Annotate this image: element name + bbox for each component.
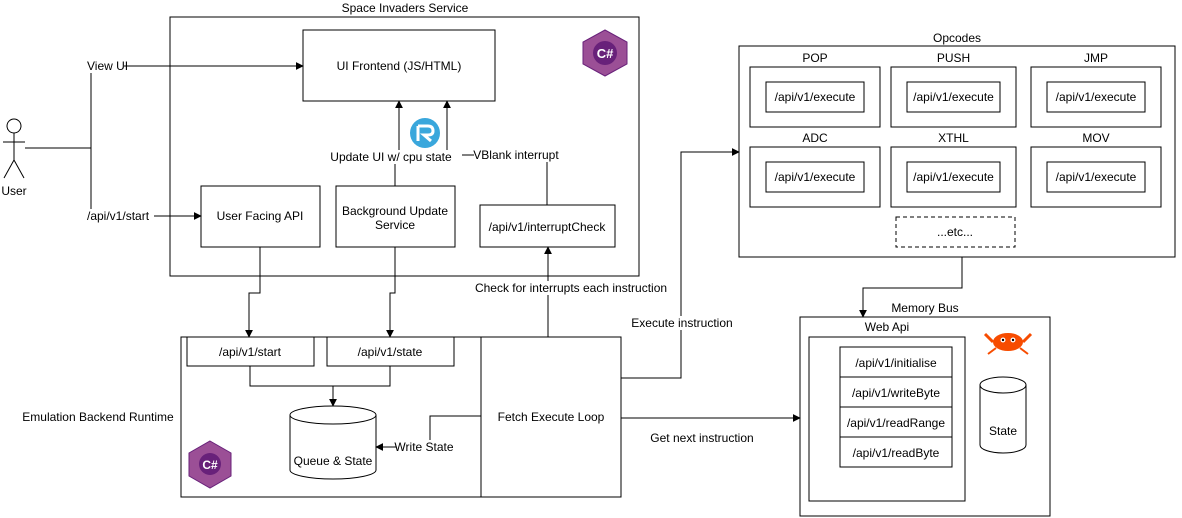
opcode-groups: POP/api/v1/executePUSH/api/v1/executeJMP…	[749, 51, 1162, 208]
opcode-endpoint-box	[765, 161, 865, 193]
runtime-start-endpoint-box: /api/v1/start	[186, 336, 315, 367]
opcode-group-push: PUSH/api/v1/execute	[890, 51, 1017, 128]
opcode-name: PUSH	[937, 51, 970, 65]
service-title: Space Invaders Service	[342, 1, 469, 15]
opcode-endpoint-label: /api/v1/execute	[913, 170, 994, 184]
rust-crab-icon	[983, 332, 1033, 355]
queue-state-database: Queue & State	[289, 405, 377, 480]
write-state-label-bg	[396, 440, 452, 454]
opcode-endpoint-label: /api/v1/execute	[775, 90, 856, 104]
opcode-etc-box: ...etc...	[895, 216, 1016, 248]
next-instruction-label: Get next instruction	[650, 431, 753, 445]
memory-endpoint-box	[839, 406, 953, 438]
opcode-name: POP	[802, 51, 827, 65]
memory-endpoint-label: /api/v1/initialise	[855, 356, 937, 370]
csharp-logo-runtime-text: C#	[202, 458, 218, 472]
memory-endpoint-item: /api/v1/readRange	[839, 406, 953, 438]
memory-endpoint-label: /api/v1/readRange	[847, 416, 945, 430]
opcode-endpoint-label: /api/v1/execute	[1056, 170, 1137, 184]
runtime-state-label: /api/v1/state	[358, 345, 423, 359]
fetch-execute-loop-label: Fetch Execute Loop	[498, 410, 605, 424]
opcode-etc-label: ...etc...	[937, 225, 973, 239]
memory-endpoint-label: /api/v1/writeByte	[852, 386, 940, 400]
user-actor: User	[1, 118, 27, 198]
opcode-endpoint-box	[765, 81, 865, 113]
opcode-endpoint-box	[1046, 161, 1146, 193]
opcodes-to-memory-arrow	[859, 257, 963, 318]
ui-frontend-box: UI Frontend (JS/HTML)	[302, 29, 496, 102]
opcode-name: MOV	[1082, 131, 1109, 145]
background-update-label-line2: Service	[375, 218, 415, 232]
runtime-start-label: /api/v1/start	[219, 345, 282, 359]
api-start-edge-label: /api/v1/start	[87, 209, 150, 223]
opcode-name: JMP	[1084, 51, 1108, 65]
memory-state-database: State	[979, 376, 1027, 454]
user-label: User	[1, 184, 26, 198]
memory-endpoint-box	[839, 346, 953, 378]
memory-endpoint-label: /api/v1/readByte	[853, 446, 940, 460]
vblank-label: VBlank interrupt	[473, 148, 559, 162]
opcode-group-xthl: XTHL/api/v1/execute	[890, 131, 1017, 208]
csharp-logo-runtime-icon: C#	[188, 440, 232, 489]
vblank-label-bg	[474, 148, 558, 162]
check-interrupts-label-bg	[482, 281, 660, 295]
opcode-group-pop: POP/api/v1/execute	[749, 51, 881, 128]
view-ui-label: View UI	[87, 59, 128, 73]
write-state-label: Write State	[394, 440, 453, 454]
ui-frontend-label: UI Frontend (JS/HTML)	[337, 59, 462, 73]
opcode-name: ADC	[802, 131, 828, 145]
opcodes-title: Opcodes	[933, 31, 981, 45]
execute-instruction-label-bg	[634, 316, 730, 330]
user-api-to-start-arrow	[245, 247, 261, 338]
csharp-logo-icon: C#	[582, 29, 628, 77]
opcode-endpoint-label: /api/v1/execute	[1056, 90, 1137, 104]
opcode-endpoint-box	[906, 81, 1001, 113]
opcode-name: XTHL	[938, 131, 969, 145]
update-ui-label: Update UI w/ cpu state	[330, 150, 452, 164]
opcode-endpoint-box	[1046, 81, 1146, 113]
redis-logo-icon	[410, 118, 440, 148]
memory-endpoint-item: /api/v1/readByte	[839, 436, 953, 468]
opcode-group-adc: ADC/api/v1/execute	[749, 131, 881, 208]
fetch-execute-loop-box: Fetch Execute Loop	[480, 336, 622, 498]
execute-instruction-arrow	[621, 148, 740, 379]
background-update-label-line1: Background Update	[342, 204, 448, 218]
queue-state-label: Queue & State	[294, 454, 373, 468]
opcode-group-mov: MOV/api/v1/execute	[1030, 131, 1162, 208]
interrupt-check-label: /api/v1/interruptCheck	[489, 220, 607, 234]
runtime-state-endpoint-box: /api/v1/state	[326, 336, 455, 367]
background-update-box: Background Update Service	[335, 185, 456, 248]
api-start-label-bg	[86, 209, 154, 223]
opcode-endpoint-box	[906, 161, 1001, 193]
memory-state-label: State	[989, 424, 1017, 438]
runtime-title: Emulation Backend Runtime	[22, 410, 174, 424]
memory-bus-title: Memory Bus	[891, 301, 958, 315]
web-api-title: Web Api	[865, 320, 909, 334]
background-to-state-arrow	[386, 247, 396, 338]
memory-endpoints: /api/v1/initialise/api/v1/writeByte/api/…	[839, 346, 953, 468]
opcode-endpoint-label: /api/v1/execute	[913, 90, 994, 104]
execute-instruction-label: Execute instruction	[631, 316, 732, 330]
memory-endpoint-item: /api/v1/writeByte	[839, 376, 953, 408]
check-interrupts-label: Check for interrupts each instruction	[475, 281, 667, 295]
opcode-endpoint-label: /api/v1/execute	[775, 170, 856, 184]
memory-endpoint-box	[839, 436, 953, 468]
memory-endpoint-item: /api/v1/initialise	[839, 346, 953, 378]
view-ui-label-bg	[86, 59, 124, 73]
user-facing-api-label: User Facing API	[217, 209, 304, 223]
interrupt-check-box: /api/v1/interruptCheck	[479, 204, 616, 248]
update-ui-label-bg	[320, 150, 462, 164]
csharp-logo-text: C#	[597, 46, 614, 61]
user-facing-api-box: User Facing API	[200, 185, 321, 248]
endpoints-join-line	[249, 366, 391, 387]
opcode-group-jmp: JMP/api/v1/execute	[1030, 51, 1162, 128]
